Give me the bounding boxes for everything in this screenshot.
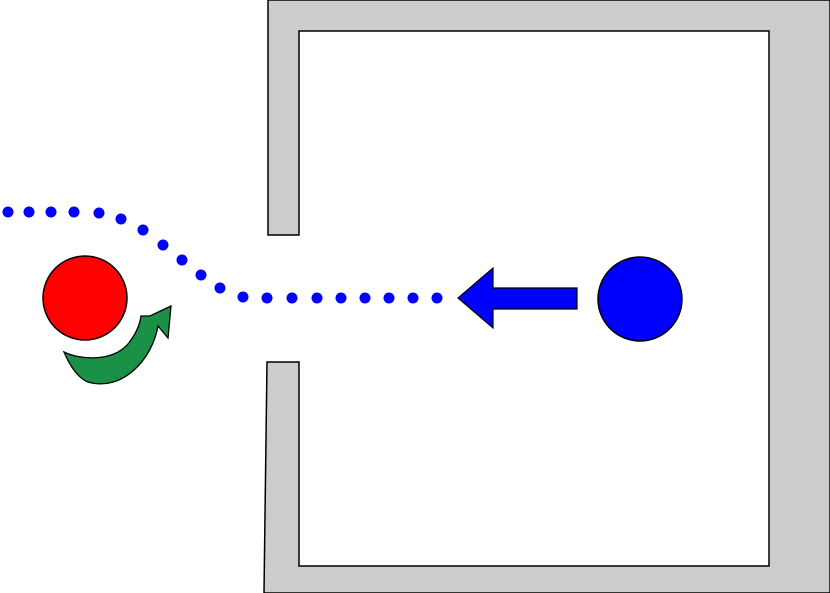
trajectory-dot	[311, 292, 323, 304]
trajectory-dot	[286, 292, 298, 304]
trajectory-dot	[137, 224, 149, 236]
trajectory-dot	[407, 292, 419, 304]
trajectory-dot	[23, 206, 35, 218]
trajectory-dot	[383, 292, 395, 304]
trajectory-dot	[359, 292, 371, 304]
red-circle	[42, 255, 128, 341]
left-arrow-icon	[457, 266, 578, 330]
trajectory-dot	[115, 213, 127, 225]
trajectory-dot	[93, 207, 105, 219]
dotted-trajectory	[2, 206, 443, 304]
trajectory-dot	[214, 282, 226, 294]
trajectory-dot	[431, 292, 443, 304]
curved-arrow-icon	[62, 304, 172, 385]
trajectory-dot	[237, 291, 249, 303]
trajectory-dot	[2, 206, 14, 218]
room-walls	[263, 0, 830, 593]
trajectory-dot	[195, 269, 207, 281]
trajectory-dot	[45, 206, 57, 218]
blue-circle	[597, 256, 683, 342]
trajectory-dot	[335, 292, 347, 304]
room-wall-shape	[263, 0, 830, 593]
trajectory-dot	[261, 292, 273, 304]
trajectory-dot	[157, 239, 169, 251]
trajectory-dot	[176, 254, 188, 266]
trajectory-dot	[68, 206, 80, 218]
